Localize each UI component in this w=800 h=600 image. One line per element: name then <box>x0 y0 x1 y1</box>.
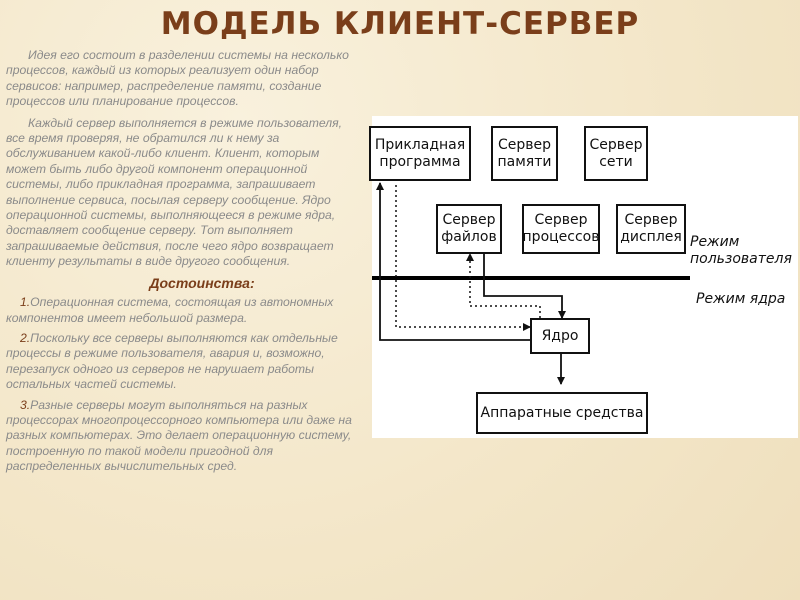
advantage-item-2: 2.Поскольку все серверы выполняются как … <box>6 331 358 393</box>
memory-server-box: Сервер памяти <box>491 126 558 181</box>
advantage-item-1: 1.Операционная система, состоящая из авт… <box>6 295 358 326</box>
display-server-box: Сервер дисплея <box>616 204 686 254</box>
intro-paragraph: Идея его состоит в разделении системы на… <box>6 48 349 109</box>
kernel-to-app-arrow <box>376 182 530 341</box>
advantages-heading: Достоинства: <box>149 274 255 291</box>
hardware-box: Аппаратные средства <box>476 392 648 434</box>
advantage-text: Операционная система, состоящая из автон… <box>6 295 334 325</box>
advantage-text: Разные серверы могут выполняться на разн… <box>6 397 352 474</box>
file-server-to-kernel-arrow <box>483 254 566 319</box>
text-column: Идея его состоит в разделении системы на… <box>6 48 358 480</box>
advantage-item-3: 3.Разные серверы могут выполняться на ра… <box>6 398 358 475</box>
kernel-box: Ядро <box>530 318 590 354</box>
server-paragraph: Каждый сервер выполняется в режиме польз… <box>6 115 343 269</box>
process-server-box: Сервер процессов <box>522 204 600 254</box>
app-to-kernel-dotted-arrow <box>395 185 531 331</box>
advantage-number: 1. <box>20 295 31 310</box>
file-server-box: Сервер файлов <box>436 204 502 254</box>
network-server-box: Сервер сети <box>584 126 648 181</box>
app-program-box: Прикладная программа <box>369 126 471 181</box>
advantage-number: 3. <box>20 397 31 412</box>
slide-title: МОДЕЛЬ КЛИЕНТ-СЕРВЕР <box>160 6 640 42</box>
advantage-number: 2. <box>20 330 31 345</box>
kernel-mode-label: Режим ядра <box>696 291 786 307</box>
user-mode-label: Режим пользователя <box>690 234 792 267</box>
kernel-to-file-server-dotted-arrow <box>466 253 541 318</box>
advantage-text: Поскольку все серверы выполняются как от… <box>6 330 338 392</box>
